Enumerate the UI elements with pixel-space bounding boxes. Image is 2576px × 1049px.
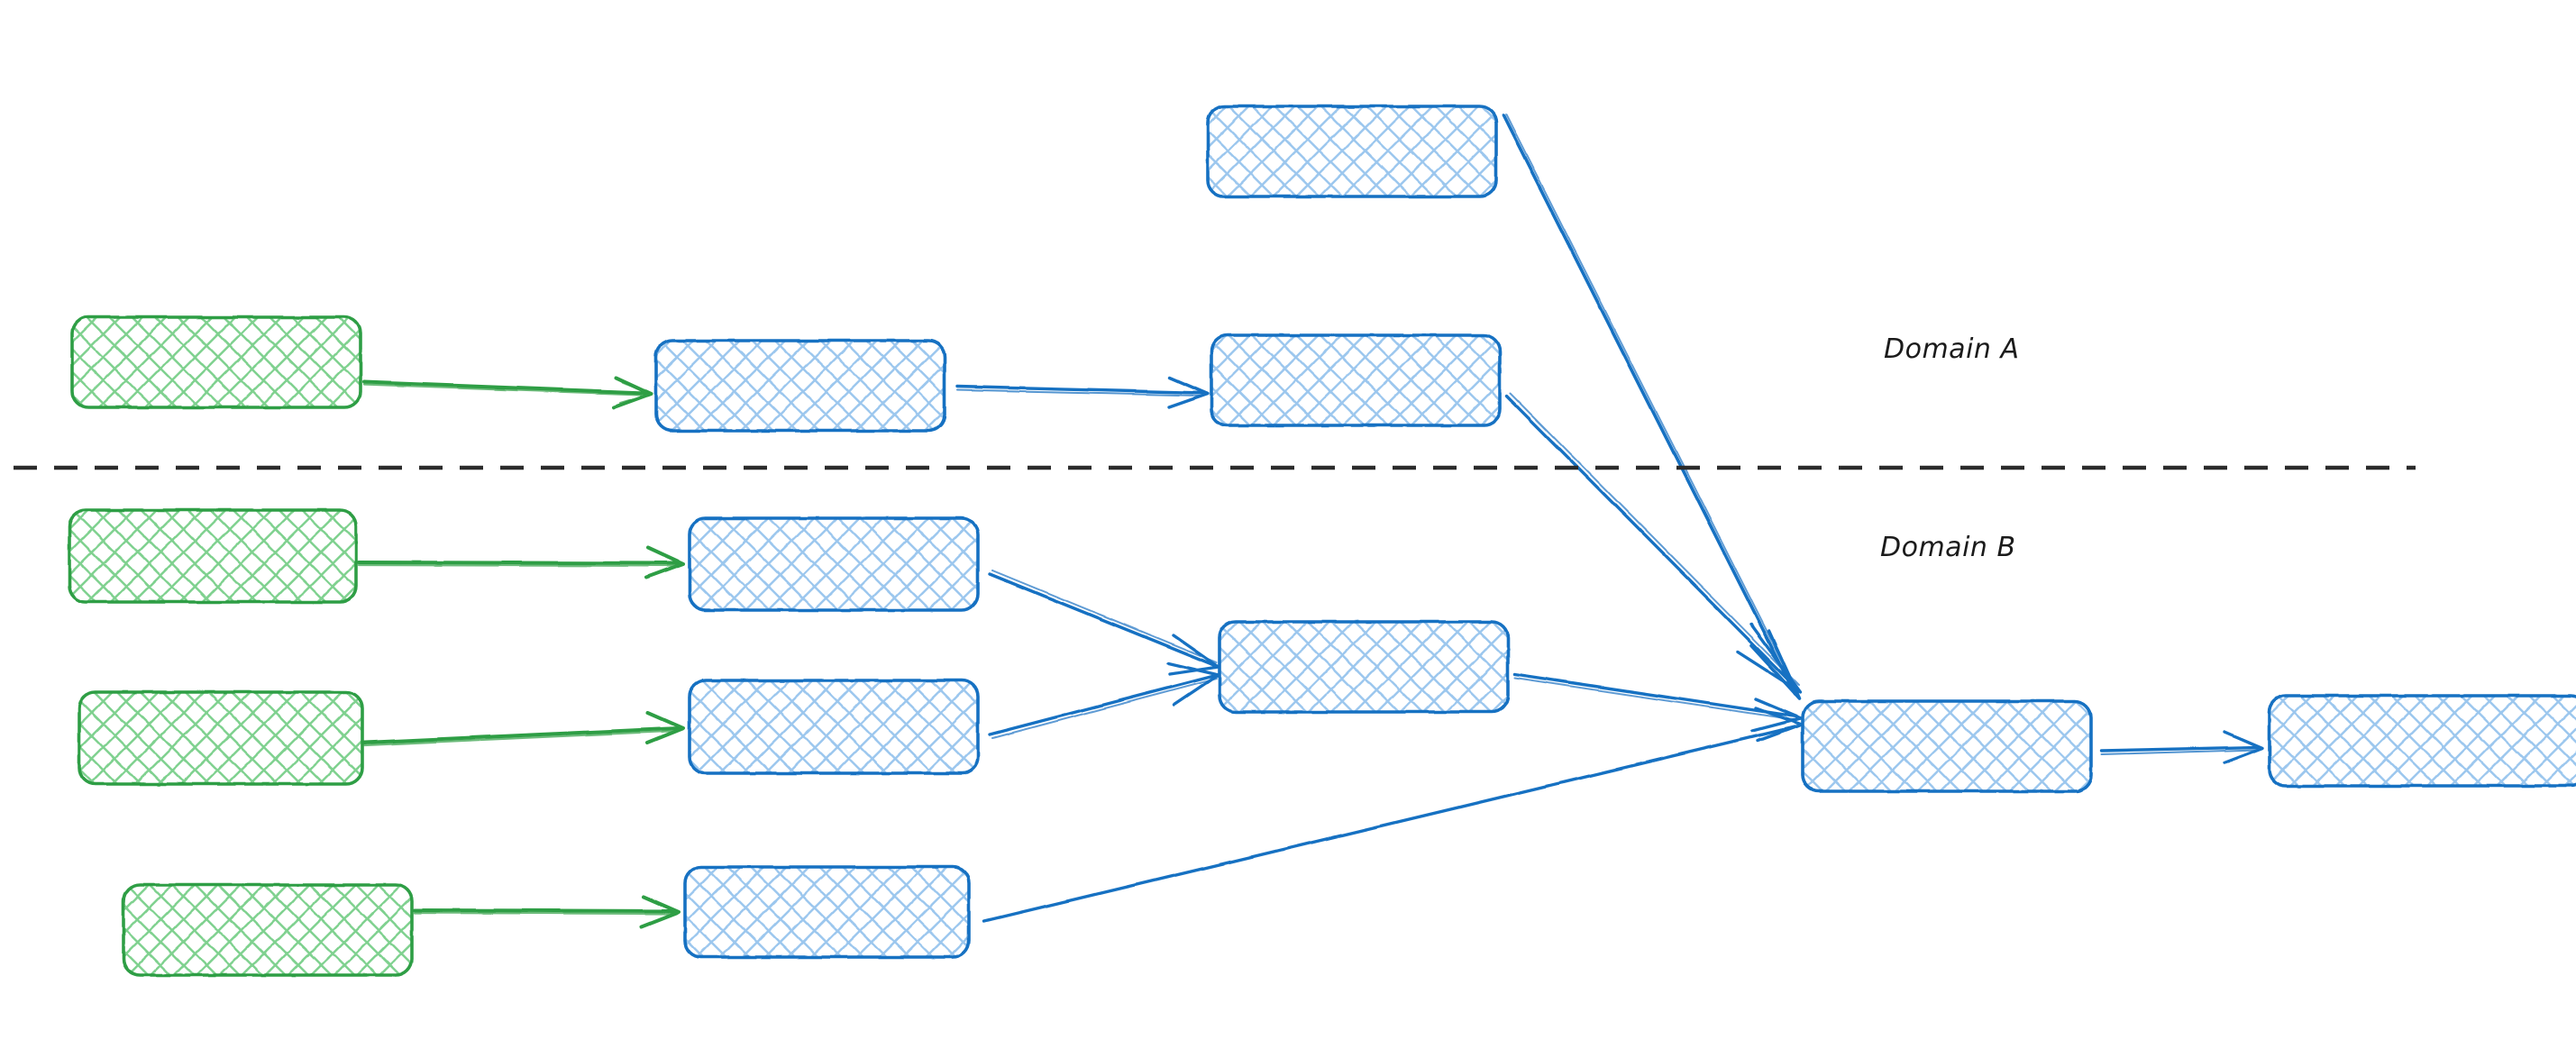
edge-b6-to-b7 <box>1512 672 1803 733</box>
edge-g1-to-b1 <box>362 376 653 409</box>
node-b3[interactable] <box>688 516 980 612</box>
node-b4[interactable] <box>688 679 980 775</box>
edge-g2-to-b3 <box>357 546 685 579</box>
domain-b-label: Domain B <box>1880 532 2016 563</box>
node-g1[interactable] <box>70 315 362 409</box>
node-g3[interactable] <box>78 690 364 786</box>
edge-b7-to-b8 <box>2100 730 2264 764</box>
node-g4[interactable] <box>122 883 414 977</box>
edge-b5-to-b7 <box>982 707 1804 923</box>
node-b2[interactable] <box>1210 333 1502 427</box>
node-b5[interactable] <box>683 865 971 959</box>
edge-b3-to-b6 <box>988 570 1220 676</box>
edge-b1-to-b2 <box>955 376 1210 409</box>
edge-g4-to-b5 <box>413 895 681 928</box>
node-b1[interactable] <box>654 339 946 433</box>
node-b7[interactable] <box>1801 699 2093 793</box>
edge-b2-to-b7 <box>1505 393 1803 694</box>
domain-a-label: Domain A <box>1884 333 2020 365</box>
node-b6[interactable] <box>1218 620 1510 714</box>
node-b0[interactable] <box>1206 105 1498 198</box>
edge-b4-to-b6 <box>988 661 1220 739</box>
node-g2[interactable] <box>68 508 358 604</box>
node-b8[interactable] <box>2268 694 2576 788</box>
edge-b0-to-b7 <box>1502 114 1802 700</box>
edge-g3-to-b4 <box>362 711 685 747</box>
